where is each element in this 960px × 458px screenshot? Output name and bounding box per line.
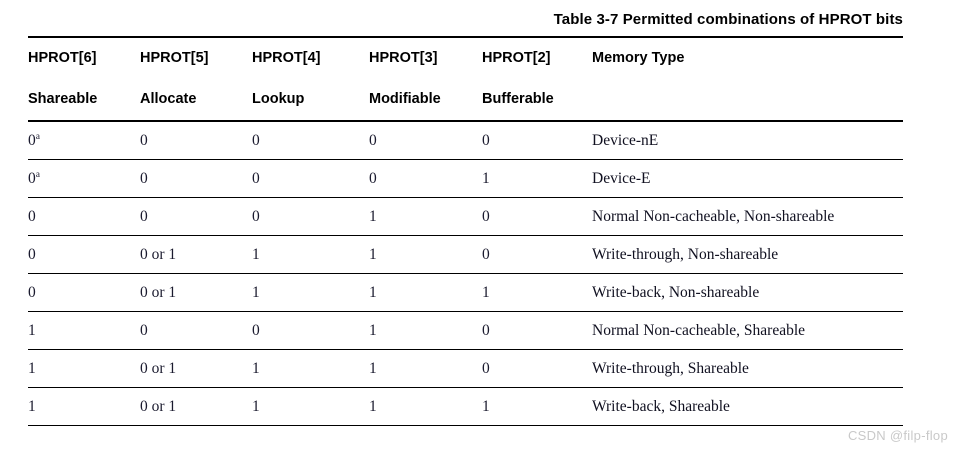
column-subheader-modifiable: Modifiable: [369, 78, 482, 122]
cell-hprot4: 1: [252, 349, 369, 388]
cell-hprot6: 0: [28, 235, 140, 274]
cell-hprot4: 0: [252, 311, 369, 350]
cell-memory-type: Device-nE: [592, 121, 903, 160]
cell-hprot6: 1: [28, 349, 140, 388]
cell-hprot2: 0: [482, 235, 592, 274]
cell-hprot5: 0: [140, 159, 252, 198]
cell-hprot2: 1: [482, 159, 592, 198]
cell-hprot4: 0: [252, 197, 369, 236]
table-header: HPROT[6] HPROT[5] HPROT[4] HPROT[3] HPRO…: [28, 37, 903, 122]
column-header-hprot2: HPROT[2]: [482, 50, 551, 66]
cell-hprot5: 0 or 1: [140, 387, 252, 426]
cell-hprot6: 1: [28, 387, 140, 426]
header-row-bit-names: HPROT[6] HPROT[5] HPROT[4] HPROT[3] HPRO…: [28, 37, 903, 78]
cell-memory-type: Write-back, Shareable: [592, 387, 903, 426]
cell-hprot6: 0a: [28, 159, 140, 198]
cell-hprot6: 0: [28, 197, 140, 236]
cell-hprot6: 0a: [28, 121, 140, 160]
footnote-marker: a: [35, 131, 40, 142]
cell-hprot2: 0: [482, 349, 592, 388]
watermark: CSDN @filp-flop: [847, 428, 948, 443]
cell-hprot4: 0: [252, 121, 369, 160]
cell-hprot3: 1: [369, 273, 482, 312]
column-subheader-memory-type-blank: [592, 78, 903, 122]
cell-hprot4: 1: [252, 273, 369, 312]
cell-hprot3: 0: [369, 121, 482, 160]
cell-hprot2: 0: [482, 311, 592, 350]
column-header-hprot3: HPROT[3]: [369, 50, 438, 66]
cell-memory-type: Normal Non-cacheable, Shareable: [592, 311, 903, 350]
cell-memory-type: Write-through, Non-shareable: [592, 235, 903, 274]
header-row-bit-meanings: Shareable Allocate Lookup Modifiable Buf…: [28, 78, 903, 122]
column-header-hprot5: HPROT[5]: [140, 50, 209, 66]
cell-hprot2: 0: [482, 121, 592, 160]
column-subheader-lookup: Lookup: [252, 78, 369, 122]
table-caption: Table 3-7 Permitted combinations of HPRO…: [553, 11, 903, 28]
cell-hprot3: 0: [369, 159, 482, 198]
cell-hprot4: 1: [252, 387, 369, 426]
cell-hprot2: 0: [482, 197, 592, 236]
cell-hprot5: 0 or 1: [140, 349, 252, 388]
cell-hprot6: 1: [28, 311, 140, 350]
column-subheader-shareable: Shareable: [28, 78, 140, 122]
cell-hprot2: 1: [482, 387, 592, 426]
column-header-hprot4: HPROT[4]: [252, 50, 321, 66]
cell-hprot5: 0: [140, 121, 252, 160]
column-subheader-allocate: Allocate: [140, 78, 252, 122]
column-subheader-bufferable: Bufferable: [482, 78, 592, 122]
cell-hprot3: 1: [369, 349, 482, 388]
cell-hprot4: 0: [252, 159, 369, 198]
column-header-memory-type: Memory Type: [592, 50, 685, 66]
cell-hprot5: 0: [140, 311, 252, 350]
cell-hprot3: 1: [369, 197, 482, 236]
cell-memory-type: Device-E: [592, 159, 903, 198]
cell-memory-type: Write-through, Shareable: [592, 349, 903, 388]
hprot-combinations-table: HPROT[6] HPROT[5] HPROT[4] HPROT[3] HPRO…: [28, 36, 903, 426]
cell-memory-type: Normal Non-cacheable, Non-shareable: [592, 197, 903, 236]
cell-hprot5: 0 or 1: [140, 273, 252, 312]
cell-hprot6: 0: [28, 273, 140, 312]
cell-hprot4: 1: [252, 235, 369, 274]
cell-hprot3: 1: [369, 311, 482, 350]
cell-hprot5: 0: [140, 197, 252, 236]
cell-hprot5: 0 or 1: [140, 235, 252, 274]
cell-hprot3: 1: [369, 235, 482, 274]
column-header-hprot6: HPROT[6]: [28, 50, 97, 66]
footnote-marker: a: [35, 169, 40, 180]
cell-memory-type: Write-back, Non-shareable: [592, 273, 903, 312]
cell-hprot2: 1: [482, 273, 592, 312]
cell-hprot3: 1: [369, 387, 482, 426]
